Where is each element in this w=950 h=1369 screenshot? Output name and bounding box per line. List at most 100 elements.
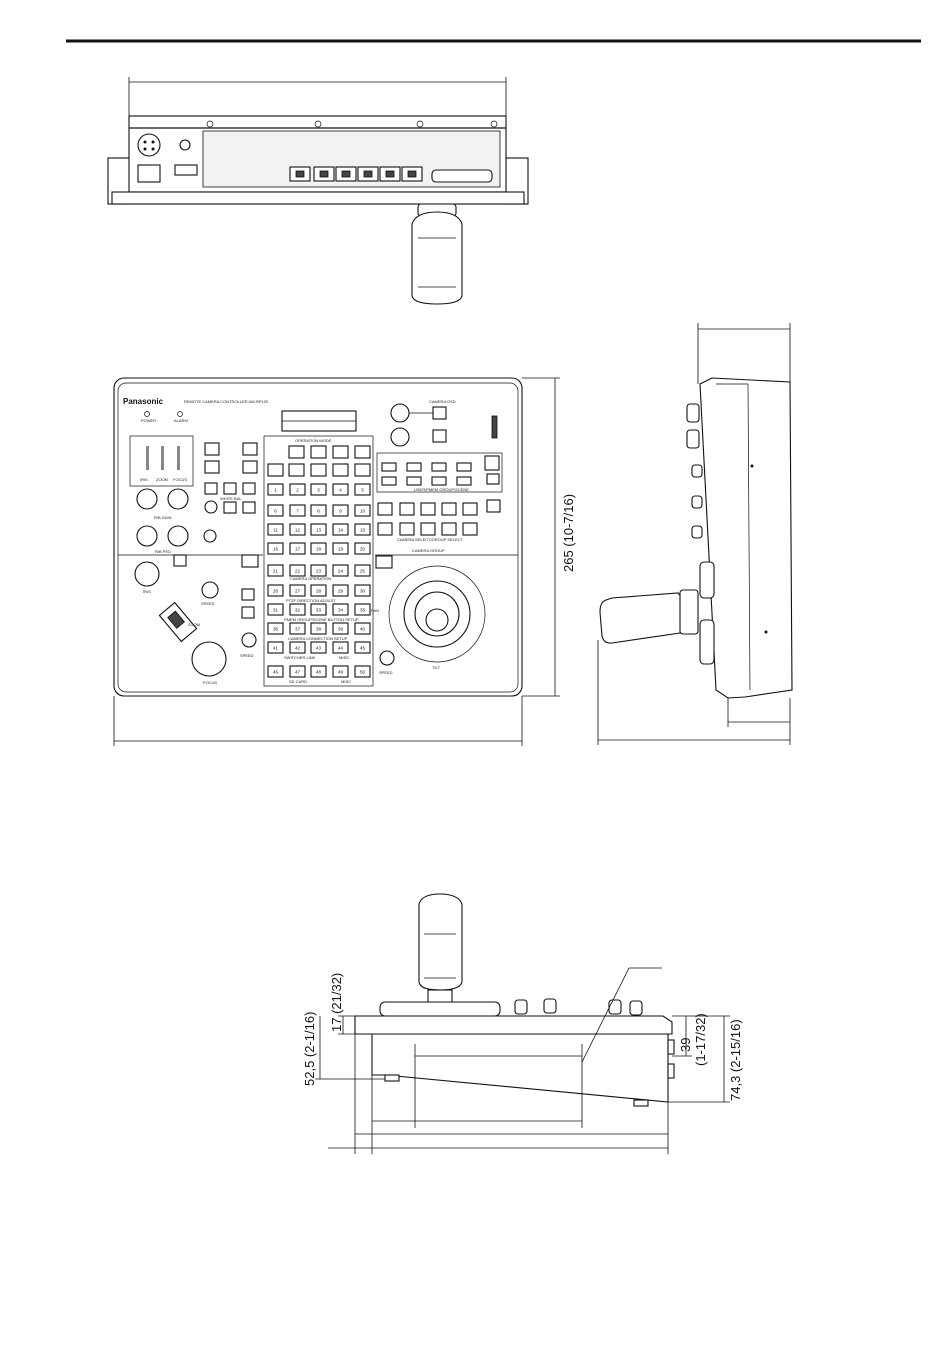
key-43[interactable]: 43 [310, 641, 327, 654]
joystick-knob[interactable] [425, 608, 449, 632]
key-35[interactable]: 35 [354, 603, 371, 616]
key-matrix-frame [263, 435, 374, 687]
key-label: 5 [361, 488, 364, 493]
key-8[interactable]: 8 [310, 504, 327, 517]
b-ped-knob[interactable] [167, 525, 189, 547]
f2-button[interactable] [390, 427, 410, 447]
sd-slot [491, 415, 498, 439]
key-21[interactable]: 21 [267, 564, 284, 577]
key-10[interactable]: 10 [354, 504, 371, 517]
key-49[interactable]: 49 [332, 665, 349, 678]
key-26[interactable]: 26 [267, 584, 284, 597]
joystick-mode-button[interactable] [375, 555, 393, 569]
bottom-joystick-boot [379, 1001, 501, 1017]
key-25[interactable]: 25 [354, 564, 371, 577]
zoom-auto-button[interactable] [241, 588, 255, 601]
leader-line [581, 967, 630, 1063]
key-45[interactable]: 45 [354, 641, 371, 654]
key-2[interactable]: 2 [289, 483, 306, 496]
key-16[interactable]: 16 [267, 542, 284, 555]
key-11[interactable]: 11 [267, 523, 284, 536]
key-19[interactable]: 19 [332, 542, 349, 555]
key-50[interactable]: 50 [354, 665, 371, 678]
zoom-stay-button[interactable] [241, 606, 255, 619]
iris-standby-button[interactable] [241, 554, 259, 568]
key-9[interactable]: 9 [332, 504, 349, 517]
bottom-joystick-grip [418, 893, 463, 991]
focus-speed-knob[interactable] [241, 632, 257, 648]
rear-foot [633, 1099, 649, 1107]
camera-osd-exit-button[interactable] [432, 429, 447, 443]
key-13[interactable]: 13 [310, 523, 327, 536]
b-gain-knob[interactable] [167, 488, 189, 510]
key-27[interactable]: 27 [289, 584, 306, 597]
pan-tilt-speed-knob[interactable] [379, 650, 395, 666]
key-label: 30 [360, 589, 366, 594]
key-46[interactable]: 46 [267, 665, 284, 678]
key-18[interactable]: 18 [310, 542, 327, 555]
key-34[interactable]: 34 [332, 603, 349, 616]
r-ped-knob[interactable] [136, 525, 158, 547]
key-32[interactable]: 32 [289, 603, 306, 616]
key-48[interactable]: 48 [310, 665, 327, 678]
key-label: 3 [317, 488, 320, 493]
key-39[interactable]: 39 [332, 622, 349, 635]
key-30[interactable]: 30 [354, 584, 371, 597]
operation-mode-buttons [267, 445, 371, 477]
key-41[interactable]: 41 [267, 641, 284, 654]
focus-dial[interactable] [191, 641, 227, 677]
right-side-view [597, 323, 793, 745]
key-12[interactable]: 12 [289, 523, 306, 536]
power-switch [137, 164, 161, 183]
key-1[interactable]: 1 [267, 483, 284, 496]
key-17[interactable]: 17 [289, 542, 306, 555]
key-label: 8 [317, 509, 320, 514]
camera-osd-button[interactable] [432, 406, 447, 420]
side-joystick-grip [599, 592, 691, 644]
level-meters [146, 446, 180, 470]
key-37[interactable]: 37 [289, 622, 306, 635]
r-gain-knob[interactable] [136, 488, 158, 510]
switcher-link-label: SWITCHER LINK [284, 655, 316, 660]
key-label: 22 [295, 569, 301, 574]
key-23[interactable]: 23 [310, 564, 327, 577]
key-33[interactable]: 33 [310, 603, 327, 616]
key-42[interactable]: 42 [289, 641, 306, 654]
zoom-speed-knob[interactable] [201, 581, 219, 599]
key-24[interactable]: 24 [332, 564, 349, 577]
iris-auto-button[interactable] [173, 554, 187, 567]
key-6[interactable]: 6 [267, 504, 284, 517]
key-7[interactable]: 7 [289, 504, 306, 517]
key-36[interactable]: 36 [267, 622, 284, 635]
key-14[interactable]: 14 [332, 523, 349, 536]
bottom-top-panel [354, 1015, 673, 1035]
key-28[interactable]: 28 [310, 584, 327, 597]
key-15[interactable]: 15 [354, 523, 371, 536]
zoom-meter-label: ZOOM [156, 477, 168, 482]
camera-osd-label: CAMERA OSD [429, 399, 456, 404]
key-22[interactable]: 22 [289, 564, 306, 577]
iris-dial[interactable] [134, 561, 160, 587]
key-label: 42 [295, 646, 301, 651]
zoom-rocker[interactable] [158, 601, 198, 643]
operation-mode-label: OPERATION MODE [295, 438, 332, 443]
key-44[interactable]: 44 [332, 641, 349, 654]
key-40[interactable]: 40 [354, 622, 371, 635]
key-label: 32 [295, 608, 301, 613]
ped-knob[interactable] [203, 529, 217, 543]
key-29[interactable]: 29 [332, 584, 349, 597]
key-label: 7 [296, 509, 299, 514]
rear-base [111, 191, 525, 205]
key-47[interactable]: 47 [289, 665, 306, 678]
abw-knob[interactable] [204, 500, 218, 514]
key-3[interactable]: 3 [310, 483, 327, 496]
f1-button[interactable] [390, 403, 410, 423]
key-label: 11 [273, 528, 278, 533]
key-4[interactable]: 4 [332, 483, 349, 496]
key-20[interactable]: 20 [354, 542, 371, 555]
key-31[interactable]: 31 [267, 603, 284, 616]
key-38[interactable]: 38 [310, 622, 327, 635]
misc-label: MISC [339, 655, 349, 660]
key-5[interactable]: 5 [354, 483, 371, 496]
